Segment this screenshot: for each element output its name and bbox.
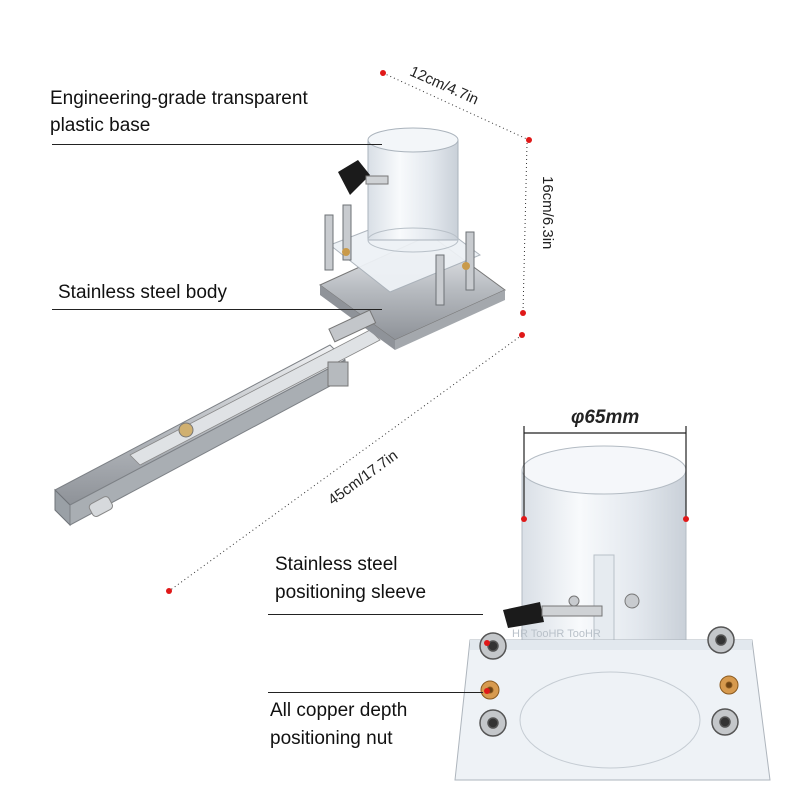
height-dimension-label: 16cm/6.3in [539, 176, 556, 250]
dimension-lines [168, 72, 530, 592]
dimension-dot [683, 516, 689, 522]
watermark: HR TooHR TooHR [512, 628, 601, 640]
callout-sleeve-line1: Stainless steel [275, 554, 398, 575]
dimension-dot [380, 70, 386, 76]
diameter-label: φ65mm [571, 407, 640, 428]
dimension-dot [526, 137, 532, 143]
callout-base-leader [52, 144, 382, 145]
callout-sleeve-leader [268, 614, 483, 615]
diameter-line [523, 426, 687, 520]
callout-nut-leader [268, 692, 483, 693]
dimension-dot [520, 310, 526, 316]
dimension-dot [166, 588, 172, 594]
callout-nut-line1: All copper depth [270, 700, 408, 721]
dimension-dot [521, 516, 527, 522]
transparent-base-detail [454, 445, 771, 781]
callout-body-leader [52, 309, 382, 310]
dimension-dot [484, 688, 490, 694]
callout-body-text: Stainless steel body [58, 282, 227, 303]
transparent-base-top [324, 127, 482, 306]
callout-sleeve-line2: positioning sleeve [275, 582, 427, 603]
callout-nut-line2: positioning nut [270, 728, 393, 749]
dimension-dot [519, 332, 525, 338]
guide-rail [54, 329, 381, 527]
callout-base-line1: Engineering-grade transparent [50, 88, 308, 109]
callout-base-line2: plastic base [50, 115, 151, 136]
dimension-dot [484, 640, 490, 646]
